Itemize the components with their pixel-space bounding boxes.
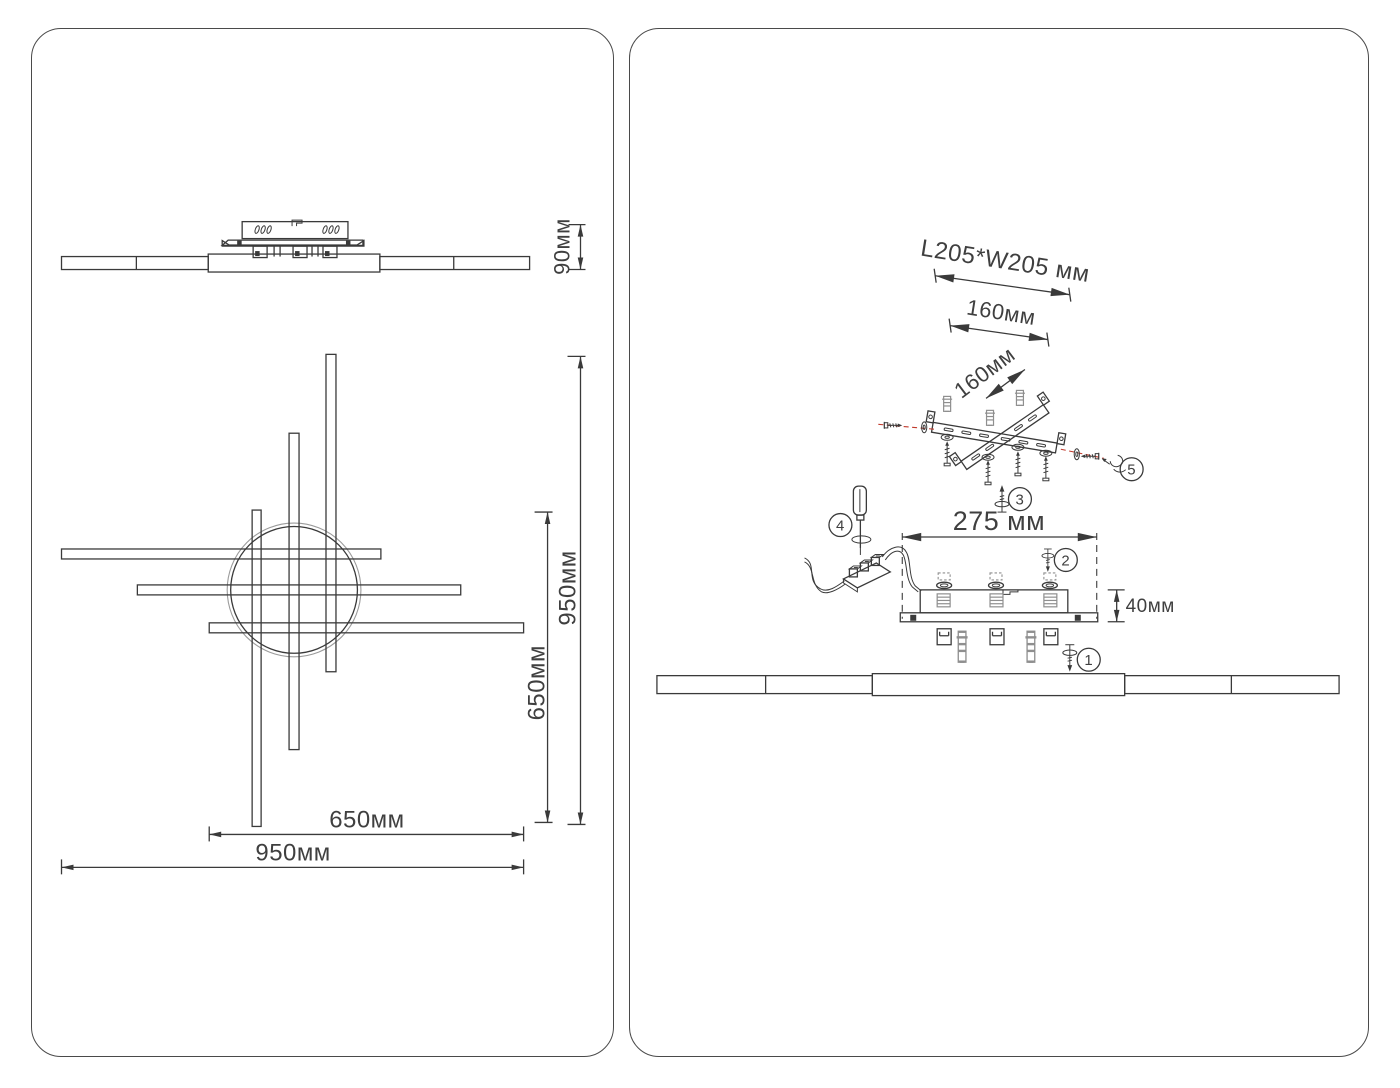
step-4-number: 4 [836, 518, 845, 535]
led-bar-horizontal-3 [208, 622, 525, 634]
left-panel-drawing: 90мм 950мм 650мм 650мм 950мм [60, 218, 586, 875]
dim-side-height: 90мм [550, 218, 586, 275]
dim-inner-height: 650мм [524, 511, 553, 824]
mounting-plate-side [220, 239, 365, 247]
mounting-clips-side [252, 245, 338, 259]
dim-160b-label: 160мм [949, 342, 1019, 404]
terminal-base [842, 562, 892, 589]
bracket-dimensions: L205*W205 мм 160мм 160мм [919, 235, 1092, 404]
left-panel-dimensions: 90мм 950мм 650мм 650мм 950мм [31, 28, 614, 1057]
led-bar-vertical-1 [251, 509, 262, 828]
dim-inner-width: 650мм [208, 806, 525, 842]
step-1-marker: 1 [1062, 644, 1101, 673]
top-view [60, 353, 525, 828]
terminal-cubes [847, 553, 885, 578]
fixture-bar-side [656, 672, 1340, 697]
led-bar-vertical-2 [288, 432, 300, 751]
step-1-number: 1 [1084, 652, 1093, 669]
step-3-number: 3 [1016, 492, 1025, 509]
vent-slots-right [322, 225, 340, 234]
step-3-marker: 3 [994, 484, 1033, 513]
right-panel-installation: L205*W205 мм 160мм 160мм [629, 28, 1369, 1057]
base-plate [899, 612, 1099, 623]
dim-overall-height: 950мм [555, 355, 586, 826]
dim-plate-label: L205*W205 мм [919, 235, 1092, 288]
dim-overall-width: 950мм [60, 839, 525, 875]
right-panel-drawing: L205*W205 мм 160мм 160мм [656, 235, 1340, 697]
mounting-bracket-assembly [878, 389, 1127, 486]
terminal-block-wiring [804, 546, 922, 594]
step-5-marker: 5 [1119, 457, 1144, 482]
center-ring-inner [230, 525, 359, 654]
center-ring-outer [226, 522, 362, 658]
dim-650mm-v-label: 650мм [524, 645, 551, 720]
dim-160a-label: 160мм [965, 294, 1037, 330]
driver-base-assembly [899, 572, 1099, 663]
driver-box-hook-notch [1002, 589, 1019, 595]
ceiling-hook-icon [1101, 454, 1127, 473]
driver-box-side [241, 219, 349, 240]
step-5-number: 5 [1127, 462, 1136, 479]
dim-40mm-label: 40мм [1126, 596, 1175, 617]
bracket-bar-b [948, 391, 1051, 471]
dim-950mm-h-label: 950мм [255, 839, 330, 866]
dim-90mm-label: 90мм [550, 218, 575, 275]
supply-wire [804, 546, 922, 594]
led-bar-horizontal-2 [136, 584, 462, 596]
dim-base-height: 40мм [1107, 589, 1175, 623]
vent-ladders [936, 593, 1058, 608]
side-view [60, 219, 531, 273]
step-2-number: 2 [1061, 552, 1070, 569]
screw-positions [936, 572, 1058, 590]
dim-950mm-v-label: 950мм [555, 550, 582, 625]
led-bar-horizontal-1 [60, 548, 382, 560]
dim-275mm-label: 275 мм [953, 506, 1045, 536]
led-bar-vertical-3 [325, 353, 337, 673]
step-2-marker: 2 [1041, 547, 1078, 573]
bracket-bar-a [925, 410, 1067, 454]
hook-notch [291, 219, 303, 227]
vent-slots-left [254, 225, 272, 234]
step-4-marker: 4 [828, 512, 853, 538]
screwdriver [851, 485, 872, 555]
dim-650mm-h-label: 650мм [329, 806, 404, 833]
